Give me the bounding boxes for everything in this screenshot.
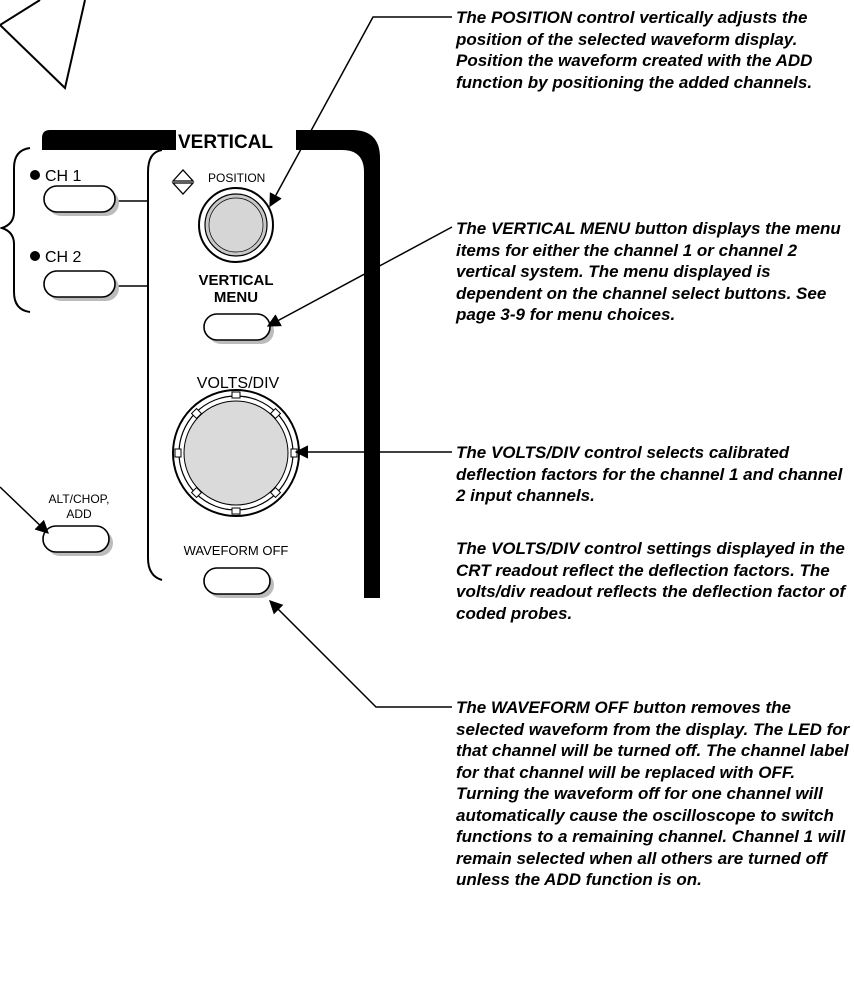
waveform-off-description: The WAVEFORM OFF button removes the sele… xyxy=(456,698,850,889)
top-left-pointer xyxy=(0,0,86,90)
volts-div-readout-description: The VOLTS/DIV control settings displayed… xyxy=(456,539,846,623)
waveform-off-label: WAVEFORM OFF xyxy=(184,543,289,558)
vertical-panel-title: VERTICAL xyxy=(178,132,273,153)
vertical-menu-button[interactable] xyxy=(203,313,274,344)
position-knob[interactable] xyxy=(198,187,274,263)
vertical-menu-description: The VERTICAL MENU button displays the me… xyxy=(456,219,841,324)
volts-div-knob[interactable] xyxy=(172,389,300,517)
ch2-label: CH 2 xyxy=(45,249,82,266)
channel-brace xyxy=(0,147,31,313)
position-label: POSITION xyxy=(208,171,265,185)
vertical-menu-label-line1: VERTICAL xyxy=(199,272,274,289)
alt-chop-label-line2: ADD xyxy=(66,507,92,521)
waveform-off-callout-line xyxy=(269,600,452,708)
vertical-controls-bracket xyxy=(147,149,163,581)
alt-chop-add-button[interactable] xyxy=(42,525,113,556)
position-description: The POSITION control vertically adjusts … xyxy=(456,8,813,92)
position-callout-line xyxy=(269,16,452,208)
waveform-off-button[interactable] xyxy=(203,567,274,598)
ch2-led xyxy=(30,251,40,261)
volts-div-label: VOLTS/DIV xyxy=(197,375,280,392)
ch1-led xyxy=(30,170,40,180)
ch1-button[interactable] xyxy=(43,185,119,216)
alt-chop-label-line1: ALT/CHOP, xyxy=(49,492,110,506)
vertical-menu-callout-line xyxy=(266,226,453,327)
vertical-menu-label-line2: MENU xyxy=(214,289,258,306)
ch1-label: CH 1 xyxy=(45,168,82,185)
ch2-button[interactable] xyxy=(43,270,119,301)
vertical-panel-title-bg xyxy=(176,118,296,152)
alt-chop-callout-line xyxy=(0,486,49,534)
volts-div-description: The VOLTS/DIV control selects calibrated… xyxy=(456,443,843,505)
up-down-triangles-icon xyxy=(171,169,195,195)
